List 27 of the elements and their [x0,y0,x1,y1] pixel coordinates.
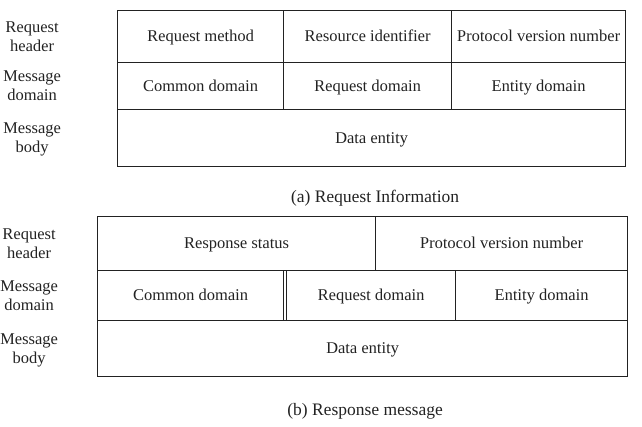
cell-text: Common domain [132,286,248,305]
cell-text: Entity domain [494,286,588,305]
cell-text: Common domain [142,76,258,96]
figure-caption: (a) Request Information [290,186,460,207]
cell-text: Resource identifier [304,27,430,46]
cell-text: Entity domain [492,76,586,96]
table-cell [117,109,626,167]
table-cell [375,216,628,271]
table-cell [451,10,626,63]
cell-text: Protocol version number [420,234,584,253]
cell-text: Request domain [318,286,424,305]
cell-text: Data entity [335,128,408,148]
row-label: Message body [0,328,58,369]
row-label: Message domain [0,274,58,316]
cell-text: Data entity [326,339,399,358]
figure-caption: (b) Response message [286,399,444,420]
row-label: Request header [1,222,57,264]
table-cell [97,216,376,271]
cell-text: Response status [184,234,289,253]
cell-text: Request domain [314,76,421,96]
row-label: Message domain [2,65,62,106]
row-label: Message body [2,117,62,158]
cell-text: Protocol version number [456,27,620,46]
table-cell [117,10,284,63]
cell-text: Request method [147,27,254,46]
row-label: Request header [4,16,60,56]
table-cell [97,320,628,377]
